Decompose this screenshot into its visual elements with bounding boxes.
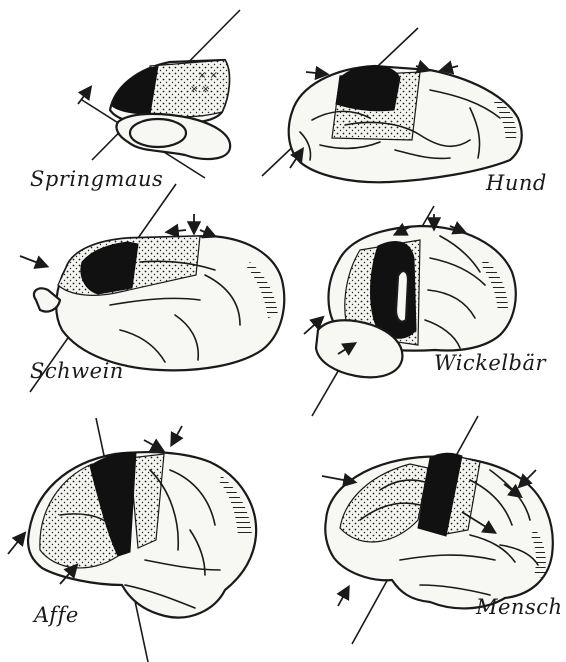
brain-springmaus: × × × × bbox=[78, 10, 240, 178]
svg-text:× ×: × × bbox=[198, 70, 218, 81]
label-springmaus: Springmaus bbox=[30, 167, 163, 191]
label-wickelbaer: Wickelbär bbox=[434, 351, 548, 375]
label-schwein: Schwein bbox=[30, 359, 124, 383]
brain-wickelbaer bbox=[304, 206, 516, 416]
label-hund: Hund bbox=[485, 171, 547, 195]
brain-hund bbox=[262, 28, 522, 182]
label-affe: Affe bbox=[32, 603, 79, 627]
svg-text:× ×: × × bbox=[190, 84, 210, 95]
label-mensch: Mensch bbox=[475, 595, 563, 619]
